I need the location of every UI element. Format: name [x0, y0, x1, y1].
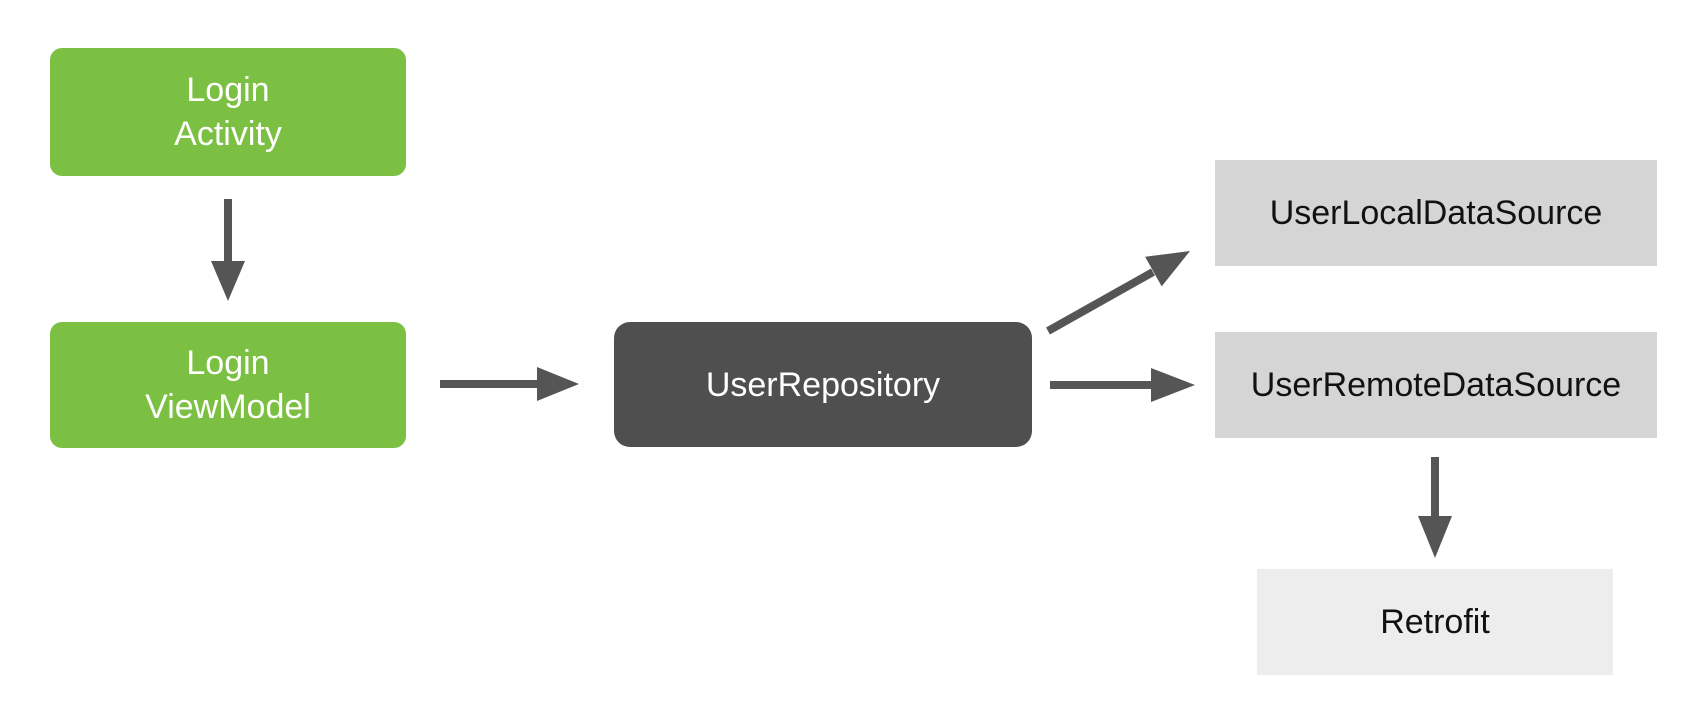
node-login-activity: Login Activity	[50, 48, 406, 176]
arrow-user-remote-datasource-to-retrofit	[1418, 457, 1452, 558]
node-user-local-datasource-label: UserLocalDataSource	[1269, 194, 1603, 232]
node-login-activity-label-line2: Activity	[174, 115, 282, 153]
node-user-repository: UserRepository	[614, 322, 1032, 447]
node-retrofit: Retrofit	[1257, 569, 1613, 675]
node-login-activity-label-line1: Login	[186, 71, 270, 109]
node-user-remote-datasource: UserRemoteDataSource	[1215, 332, 1657, 438]
arrow-login-activity-to-login-viewmodel	[211, 199, 245, 301]
node-login-viewmodel-label-line2: ViewModel	[145, 388, 311, 426]
node-retrofit-label: Retrofit	[1380, 603, 1490, 641]
node-login-viewmodel: Login ViewModel	[50, 322, 406, 448]
node-login-viewmodel-label-line1: Login	[186, 344, 270, 382]
node-user-remote-datasource-label: UserRemoteDataSource	[1250, 366, 1622, 404]
node-user-repository-label: UserRepository	[705, 365, 941, 404]
arrow-login-viewmodel-to-user-repository	[440, 367, 579, 401]
arrow-user-repository-to-user-remote-datasource	[1050, 368, 1195, 402]
node-user-local-datasource: UserLocalDataSource	[1215, 160, 1657, 266]
arrow-user-repository-to-user-local-datasource	[1046, 251, 1190, 335]
